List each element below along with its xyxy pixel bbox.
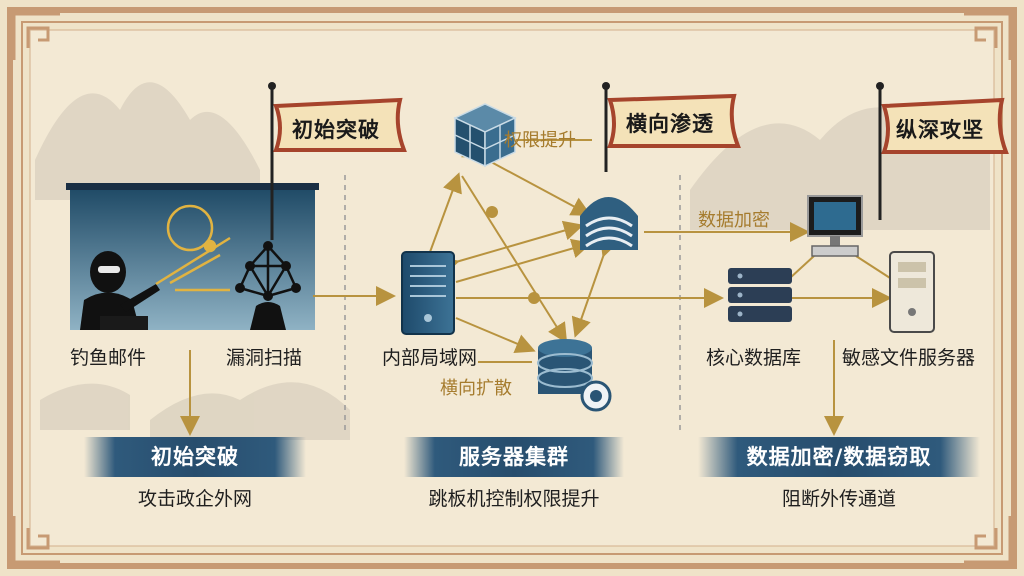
hacker-icon xyxy=(80,251,160,330)
flagpole-initial xyxy=(268,82,407,240)
link-node xyxy=(486,206,498,218)
stage-2-banner: 服务器集群 xyxy=(404,437,624,477)
edge-encryption-label: 数据加密 xyxy=(698,210,770,231)
node-intranet-label: 内部局域网 xyxy=(382,347,478,369)
edge-lateral-spread-label: 横向扩散 xyxy=(440,378,512,399)
stage-3-banner: 数据加密/数据窃取 xyxy=(698,437,980,477)
node-file-server-label: 敏感文件服务器 xyxy=(842,347,976,369)
flag-lateral-label: 横向渗透 xyxy=(626,112,714,136)
core-database-icon xyxy=(728,268,792,322)
intranet-server-icon xyxy=(401,251,455,335)
privilege-cube-icon xyxy=(453,103,517,168)
link-node xyxy=(528,292,540,304)
flag-deep-label: 纵深攻坚 xyxy=(896,118,984,142)
flag-initial-label: 初始突破 xyxy=(292,118,380,142)
flagpole-deep xyxy=(876,82,1009,220)
node-phishing-label: 钓鱼邮件 xyxy=(70,347,147,369)
vulnerability-scanner-icon xyxy=(235,241,301,330)
file-server-icon xyxy=(889,251,935,333)
edge-privilege-label: 权限提升 xyxy=(504,130,576,151)
corner-ornaments xyxy=(12,12,1012,564)
flagpole-lateral xyxy=(602,82,741,172)
monitor-icon xyxy=(807,195,863,257)
network-links xyxy=(789,255,891,279)
stage-1-banner: 初始突破 xyxy=(84,437,306,477)
node-scan-label: 漏洞扫描 xyxy=(226,347,303,369)
router-icon xyxy=(580,197,638,250)
stage-2-desc: 跳板机控制权限提升 xyxy=(428,488,600,510)
database-icon xyxy=(537,339,612,412)
stage-1-desc: 攻击政企外网 xyxy=(137,488,252,510)
phishing-hook-icon xyxy=(155,204,231,292)
node-core-db-label: 核心数据库 xyxy=(706,347,802,369)
stage-3-desc: 阻断外传通道 xyxy=(781,488,896,510)
